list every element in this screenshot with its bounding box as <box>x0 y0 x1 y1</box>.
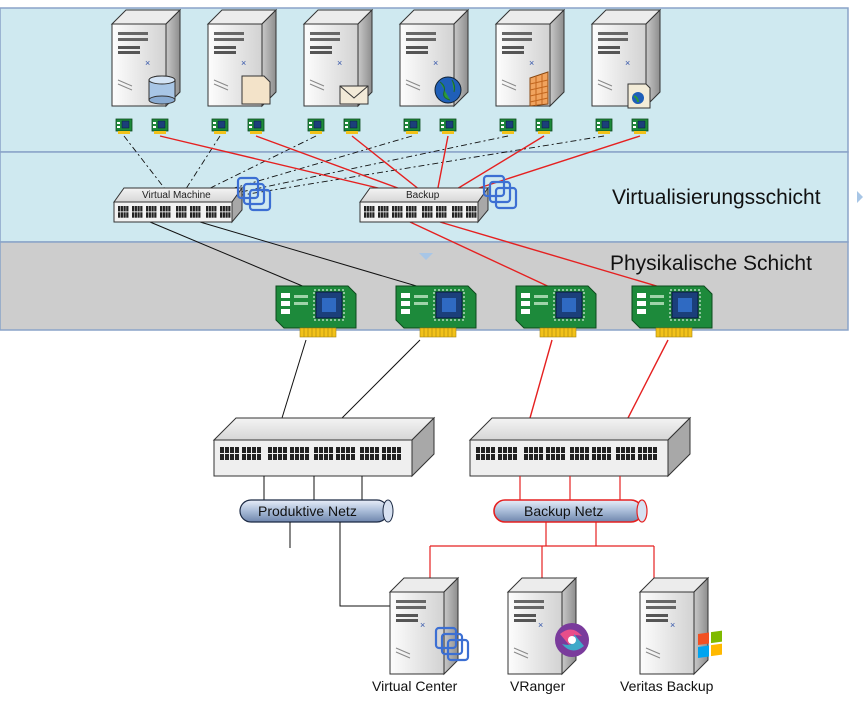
mail-icon <box>339 85 369 105</box>
backup-network-bus[interactable]: Backup Netz <box>493 499 648 523</box>
server-label-virtual-center: Virtual Center <box>372 678 458 694</box>
backup-network-label: Backup Netz <box>524 503 603 519</box>
switch-to-bus-links <box>263 476 621 500</box>
production-network-bus[interactable]: Produktive Netz <box>239 499 394 523</box>
vm5-nic-b <box>535 118 553 135</box>
svg-text:×: × <box>337 58 342 68</box>
bus-to-server-links <box>289 522 655 607</box>
svg-text:×: × <box>538 620 543 630</box>
expand-arrow-icon[interactable] <box>857 191 863 203</box>
server-label-vranger: VRanger <box>510 678 566 694</box>
vranger-swirl-icon <box>555 623 589 657</box>
vm5-nic-a <box>499 118 517 135</box>
svg-text:×: × <box>241 58 246 68</box>
svg-text:×: × <box>420 620 425 630</box>
svg-text:×: × <box>529 58 534 68</box>
vm2-nic-a <box>211 118 229 135</box>
svg-text:×: × <box>670 620 675 630</box>
nic-to-switch-links <box>281 339 669 419</box>
vm-document[interactable]: × <box>207 9 277 107</box>
vm4-nic-a <box>403 118 421 135</box>
vm-firewall[interactable]: × <box>495 9 565 107</box>
windows-flag-icon <box>698 630 722 658</box>
server-vranger[interactable]: × <box>507 577 589 675</box>
collapse-arrow-icon[interactable] <box>419 253 433 260</box>
firewall-icon <box>529 71 549 107</box>
physical-switch-production[interactable] <box>212 416 436 478</box>
vswitch-vm-label: Virtual Machine <box>142 190 211 201</box>
vswitch-virtual-machine[interactable]: Virtual Machine <box>113 176 272 224</box>
vm4-nic-b <box>439 118 457 135</box>
svg-text:×: × <box>145 58 150 68</box>
virtual-layer-label: Virtualisierungsschicht <box>612 186 821 209</box>
vm6-nic-a <box>595 118 613 135</box>
svg-text:×: × <box>433 58 438 68</box>
vm-database[interactable]: × <box>111 9 181 107</box>
vm-mail[interactable]: × <box>303 9 373 107</box>
server-label-veritas-backup: Veritas Backup <box>620 678 714 694</box>
document-icon <box>241 75 271 105</box>
vm3-nic-b <box>343 118 361 135</box>
web-document-icon <box>627 83 651 109</box>
vm6-nic-b <box>631 118 649 135</box>
vm-web-document[interactable]: × <box>591 9 661 109</box>
vm3-nic-a <box>307 118 325 135</box>
vm2-nic-b <box>247 118 265 135</box>
vswitch-backup-label: Backup <box>406 190 440 201</box>
globe-icon <box>434 76 462 104</box>
vm1-nic-b <box>151 118 169 135</box>
server-veritas-backup[interactable]: × <box>639 577 722 675</box>
virtual-machine-row: × × × × <box>111 9 661 109</box>
vswitch-to-nic-links <box>149 221 671 291</box>
database-icon <box>148 75 176 105</box>
production-network-label: Produktive Netz <box>258 503 357 519</box>
server-virtual-center[interactable]: × <box>389 577 470 675</box>
vm-web[interactable]: × <box>399 9 469 107</box>
physical-layer-label: Physikalische Schicht <box>610 252 812 275</box>
svg-text:×: × <box>625 58 630 68</box>
vswitch-backup[interactable]: Backup <box>359 174 518 224</box>
physical-switch-backup[interactable] <box>468 416 692 478</box>
vm1-nic-a <box>115 118 133 135</box>
